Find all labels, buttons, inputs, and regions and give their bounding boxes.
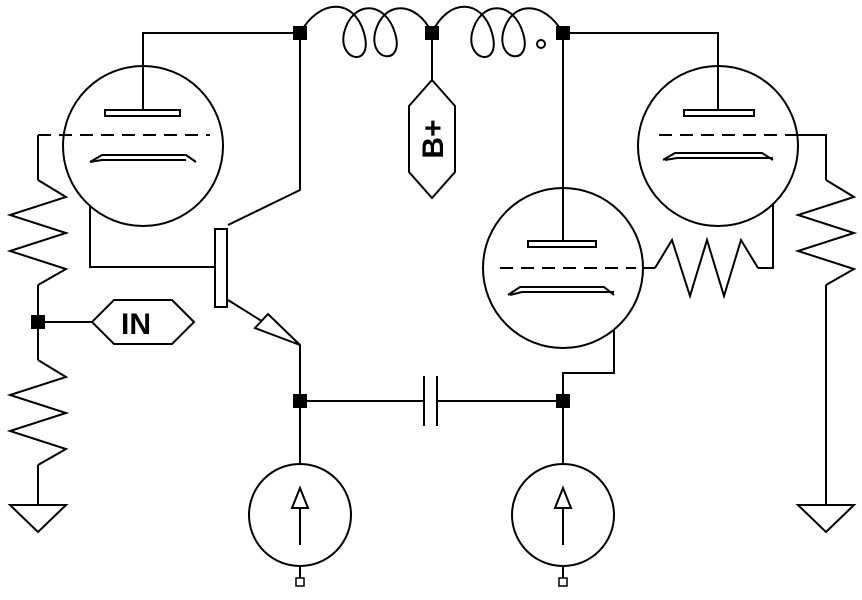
right-triode [637,33,826,227]
junction-node [425,26,439,40]
transistor-base-bar [214,228,228,308]
junctions [31,26,570,408]
center-tapped-inductor [299,5,564,58]
wire-collector [227,33,301,226]
terminal-pin-right [558,577,568,587]
polarity-dot [536,39,546,49]
current-source-left [248,463,352,587]
middle-triode [482,33,644,349]
middle-triode-plate [527,240,597,248]
input-label: IN [121,308,151,341]
inductor-left-winding [299,5,433,58]
junction-node [31,315,45,329]
left-triode-plate [104,109,181,117]
right-triode-cathode-inner [664,157,773,161]
resistor-middle-grid [654,236,759,300]
bipolar-transistor [214,228,301,346]
resistor-right [794,179,858,286]
supply-terminal: B+ [408,78,456,200]
left-triode [38,33,224,227]
right-triode-cathode [662,152,774,161]
current-source-right [511,463,615,587]
ground-right-icon [795,504,857,534]
junction-node [293,394,307,408]
up-arrow-icon [553,485,573,509]
grounds [7,504,857,534]
left-triode-cathode-inner [89,159,186,163]
junction-node [556,26,570,40]
resistor-left-bottom [6,359,70,466]
supply-label: B+ [417,119,450,158]
supply-terminal-outline [408,78,456,200]
resistor-left-top [6,179,70,286]
terminal-pin-left [295,577,305,587]
input-terminal-outline [90,299,196,345]
middle-triode-cathode-inner [509,291,614,296]
inductor-right-winding [431,5,564,58]
left-triode-cathode [89,154,197,163]
right-triode-plate [683,109,755,117]
up-arrow-icon [290,485,310,509]
coupling-capacitor [423,376,438,426]
wire-emitter [227,299,301,401]
junction-node [556,394,570,408]
emitter-arrow [253,312,301,346]
junction-node [293,26,307,40]
resistors [6,179,858,466]
input-terminal: IN [90,299,196,345]
wire-mid-cathode [562,295,615,401]
ground-left-icon [7,504,69,534]
wire-right-grid [798,134,827,180]
